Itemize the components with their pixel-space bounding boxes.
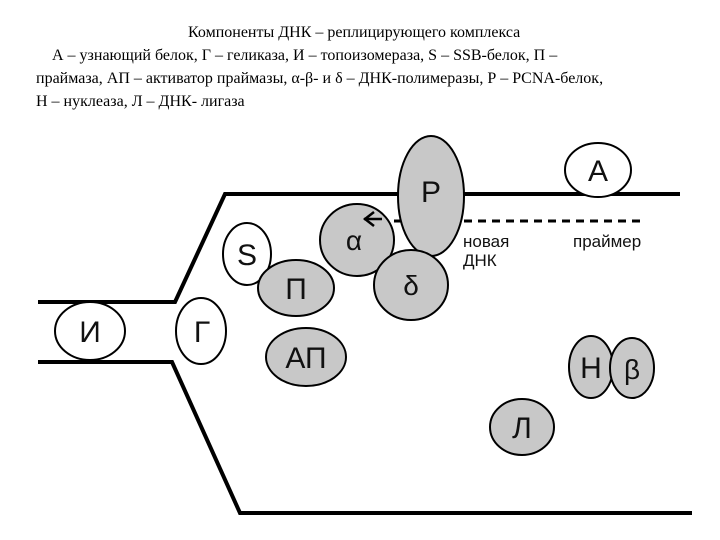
delta-polymerase-protein [373, 249, 449, 321]
helicase-protein [175, 297, 227, 365]
caption-title: Компоненты ДНК – реплицирующего комплекс… [188, 24, 521, 41]
recognizing-protein [564, 142, 632, 198]
ligase-label: Л [512, 412, 532, 445]
topoisomerase-protein [54, 301, 126, 361]
alpha-polymerase-label: α [346, 225, 362, 256]
helicase-label: Г [194, 316, 210, 349]
caption-line-1: А – узнающий белок, Г – геликаза, И – то… [52, 47, 558, 64]
beta-polymerase-protein [609, 337, 655, 399]
parental-strand-bottom [38, 360, 692, 515]
ssb-protein [222, 222, 272, 286]
ligase-protein [489, 398, 555, 456]
ssb-label: S [237, 239, 257, 272]
primase-protein [257, 259, 335, 317]
beta-polymerase-label: β [624, 354, 640, 385]
alpha-polymerase-protein [319, 203, 395, 277]
topoisomerase-label: И [79, 316, 101, 349]
delta-polymerase-label: δ [403, 270, 419, 301]
pcna-label: Р [421, 176, 441, 209]
primer-label: праймер [573, 232, 641, 251]
primase-label: П [285, 273, 307, 306]
primase-activator-protein [265, 327, 347, 387]
nuclease-label: Н [580, 352, 602, 385]
caption-line-2: праймаза, АП – активатор праймазы, α-β- … [36, 70, 604, 87]
recognizing-label: А [588, 155, 608, 188]
caption-line-3: Н – нуклеаза, Л – ДНК- лигаза [36, 93, 245, 110]
primase-activator-label: АП [285, 342, 326, 375]
arrow-left-icon [362, 211, 382, 227]
new-dna-label-line1: новая [463, 232, 509, 251]
new-dna-label-line2: ДНК [463, 251, 497, 270]
